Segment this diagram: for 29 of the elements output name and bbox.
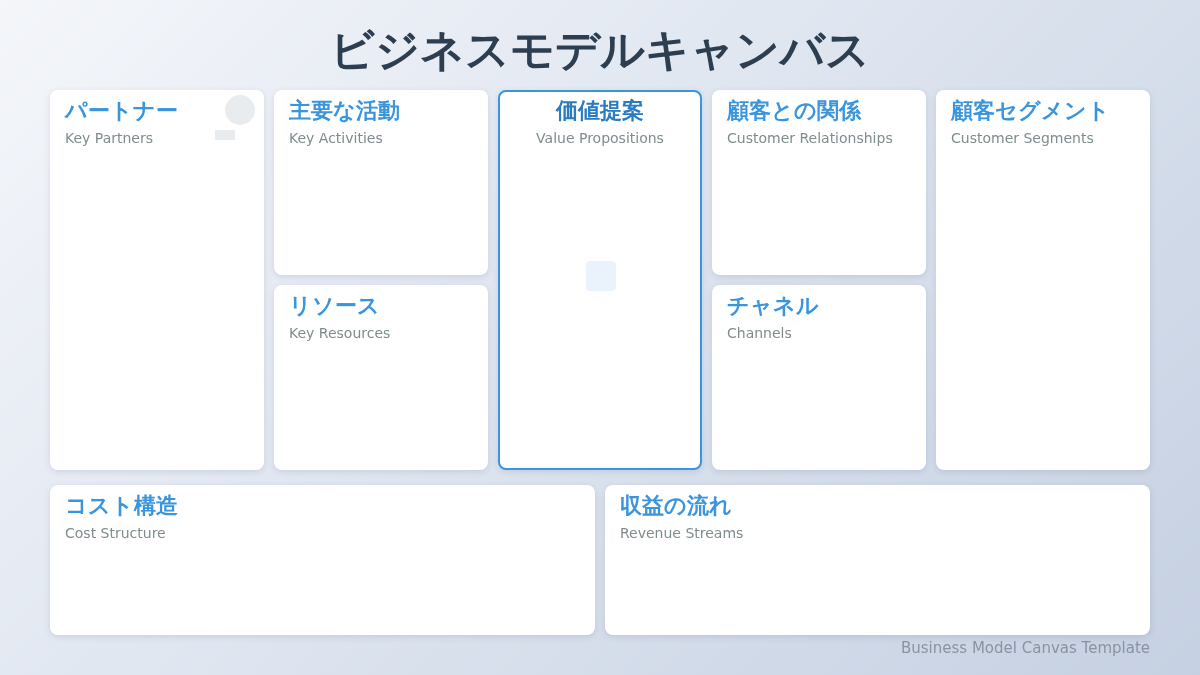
block-heading: 主要な活動	[289, 97, 400, 125]
block-heading: 価値提案	[556, 97, 644, 125]
canvas-block	[50, 485, 595, 635]
block-heading: コスト構造	[65, 492, 178, 520]
block-heading: 顧客セグメント	[951, 97, 1110, 125]
caption: Business Model Canvas Template	[901, 639, 1150, 657]
canvas-block	[498, 90, 702, 470]
block-heading: パートナー	[65, 97, 178, 125]
block-subtitle: Value Propositions	[536, 130, 664, 146]
canvas-block	[274, 285, 488, 470]
canvas-block	[936, 90, 1150, 470]
block-subtitle: Key Activities	[289, 130, 383, 146]
block-heading: 顧客との関係	[727, 97, 861, 125]
canvas-block	[712, 285, 926, 470]
canvas-block	[712, 90, 926, 275]
block-heading: リソース	[289, 292, 380, 320]
block-subtitle: Channels	[727, 325, 792, 341]
block-subtitle: Cost Structure	[65, 525, 166, 541]
block-subtitle: Key Resources	[289, 325, 391, 341]
title: ビジネスモデルキャンバス	[330, 23, 870, 77]
block-heading: チャネル	[727, 292, 819, 320]
block-heading: 収益の流れ	[620, 492, 732, 520]
block-subtitle: Customer Relationships	[727, 130, 893, 146]
block-subtitle: Customer Segments	[951, 130, 1094, 146]
canvas-block	[274, 90, 488, 275]
block-subtitle: Key Partners	[65, 130, 153, 146]
canvas-block	[605, 485, 1150, 635]
block-subtitle: Revenue Streams	[620, 525, 744, 541]
canvas-block	[50, 90, 264, 470]
